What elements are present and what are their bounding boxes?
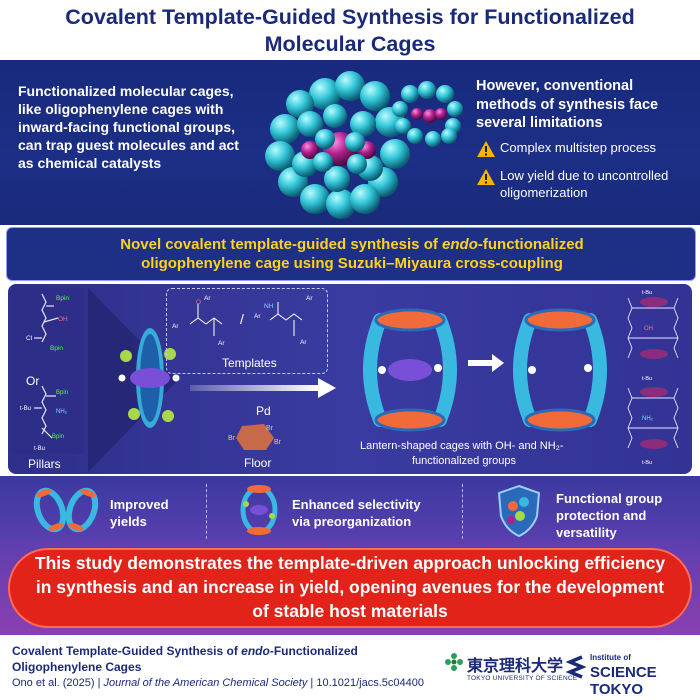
lantern-cage-with-template [363,308,457,432]
citation-authors: Ono et al. (2025) [12,677,95,689]
ar-label: Ar [254,313,261,320]
warning-icon [477,169,495,185]
tbu-label: t-Bu [642,290,652,296]
limitation-text: Complex multistep process [500,140,657,155]
nh2-label: NH₂ [56,409,68,415]
feature-enhanced-selectivity: Enhanced selectivity via preorganization [292,497,421,529]
citation-title-italic: endo [241,644,270,658]
o-label: O [196,299,201,306]
lantern-caption-line2: functionalized groups [412,455,516,467]
tbu-label: t-Bu [642,460,652,466]
br-label: Br [274,439,282,446]
banner-line1-italic: endo [442,236,478,253]
method-banner-text: Novel covalent template-guided synthesis… [27,235,677,273]
tbu-label: t-Bu [34,446,45,452]
features-strip [0,476,700,551]
cage-selectivity-icon [240,485,278,535]
citation-title-before: Covalent Template-Guided Synthesis of [12,644,242,658]
intro-text: Functionalized molecular cages, like oli… [18,83,239,171]
citation-separator: | [94,677,104,689]
conclusion-box: This study demonstrates the template-dri… [8,548,692,628]
oh-label: OH [644,326,653,332]
limitations-heading: However, conventional methods of synthes… [476,78,659,131]
or-label: Or [26,374,40,388]
pillars-structures: Bpin OH Cl Bpin Bpin NH₂ t-Bu Bpin t-Bu [12,288,84,454]
banner-line2: oligophenylene cage using Suzuki–Miyaura… [141,255,563,272]
cage-pair-icon [33,487,99,533]
page-title: Covalent Template-Guided Synthesis for F… [65,5,635,56]
lantern-caption-line1: Lantern-shaped cages with OH- and NH₂- [360,440,564,452]
banner-line1-after: -functionalized [477,236,584,253]
citation-doi-link[interactable]: 10.1021/jacs.5c04400 [316,677,424,689]
citation-journal: Journal of the American Chemical Society [103,677,308,689]
cl-label: Cl [26,335,33,342]
template-pillar-complex [118,328,180,428]
citation-title: Covalent Template-Guided Synthesis of en… [12,643,412,675]
pd-arrow-icon [190,378,336,398]
feature-improved-yields: Improved yields [110,497,169,529]
warning-icon [477,141,495,157]
method-banner: Novel covalent template-guided synthesis… [6,227,696,281]
bpin-label: Bpin [50,345,63,352]
cage-structures-right: OH NH₂ t-Bu t-Bu t-Bu [627,290,679,466]
lantern-cage-empty [513,308,607,432]
templates-structures: Ar Ar Ar O / Ar NH Ar Ar [172,295,313,347]
citation-separator: | [307,677,317,689]
nh2-label: NH₂ [642,416,654,422]
science-tokyo-name: SCIENCE TOKYO [590,664,657,698]
bpin-label: Bpin [52,434,64,440]
limitation-text: Low yield due to uncontrolled oligomeriz… [500,168,669,200]
br-label: Br [266,425,274,432]
template-separator: / [240,311,244,327]
ar-label: Ar [306,295,313,302]
title-band [0,0,700,60]
nh-label: NH [264,303,274,310]
feature-divider [206,484,207,544]
science-tokyo-small: Institute of [590,653,631,662]
tbu-label: t-Bu [642,376,652,382]
ar-label: Ar [218,340,225,347]
bpin-label: Bpin [56,390,68,396]
templates-box [166,288,328,374]
ar-label: Ar [300,339,307,346]
science-tokyo-logo-icon [566,655,586,679]
bpin-label: Bpin [56,295,69,302]
feature-divider [462,484,463,544]
shield-icon [497,484,541,538]
citation-title-after: -Functionalized Oligophenylene Cages [12,644,358,674]
templates-label: Templates [222,356,277,370]
br-label: Br [228,435,236,442]
molecular-cage-illustration [265,71,463,219]
reaction-arrow-icon [468,354,504,372]
floor-structure: Br Br Br [228,424,282,450]
ar-label: Ar [172,323,179,330]
tus-logo-subtext: TOKYO UNIVERSITY OF SCIENCE [467,675,578,682]
conclusion-text: This study demonstrates the template-dri… [34,553,666,621]
citation-reference: Ono et al. (2025) | Journal of the Ameri… [12,677,442,689]
pd-label: Pd [256,404,271,418]
tbu-label: t-Bu [20,406,31,412]
ar-label: Ar [204,295,211,302]
tus-logo-text: 東京理科大学 [467,658,564,675]
pillars-label: Pillars [28,457,61,471]
small-cage-illustration [392,81,463,147]
tus-logo-icon [445,653,463,671]
oh-label: OH [58,316,68,323]
banner-line1-before: Novel covalent template-guided synthesis… [120,236,443,253]
feature-functional-group: Functional group protection and versatil… [556,491,663,540]
floor-label: Floor [244,456,272,470]
